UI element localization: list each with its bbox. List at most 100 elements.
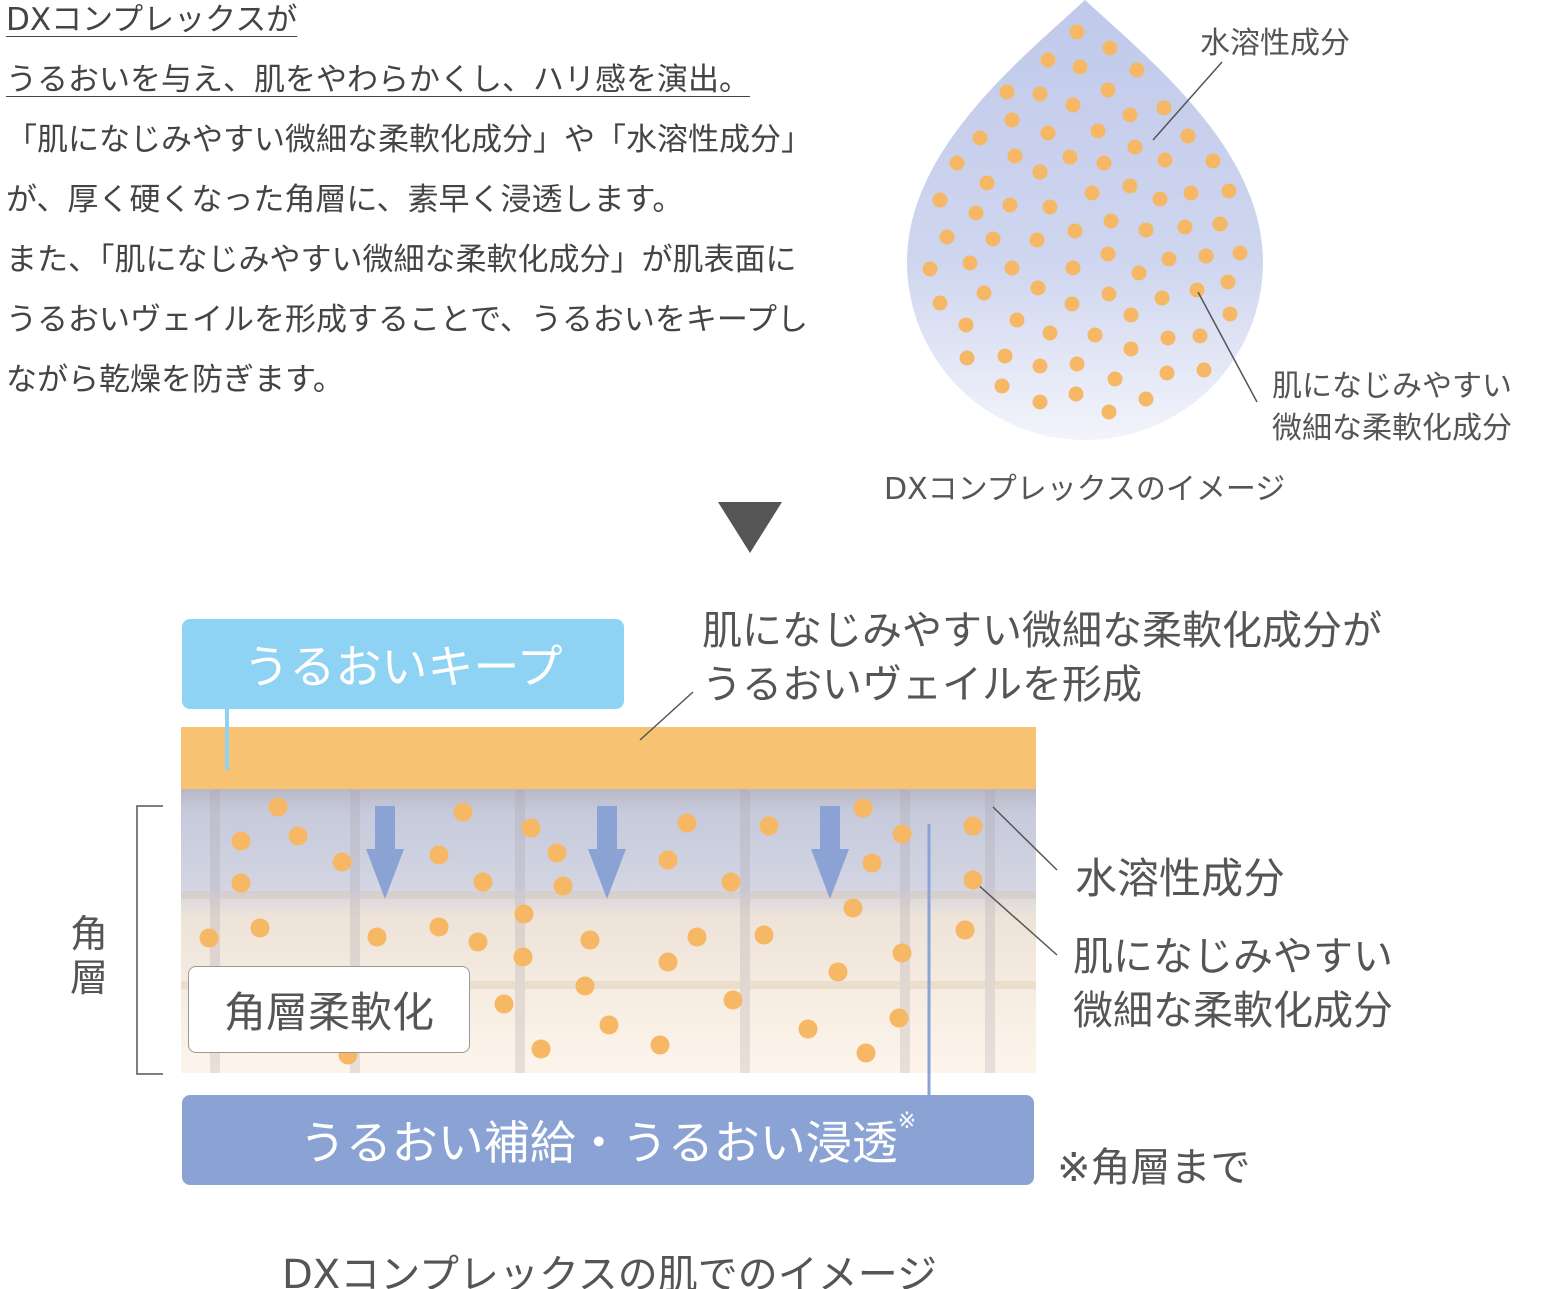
droplet-dot bbox=[1100, 82, 1116, 98]
penetration-arrows bbox=[366, 806, 849, 899]
skin-caption: DXコンプレックスの肌でのイメージ bbox=[282, 1252, 938, 1289]
skin-dot bbox=[856, 1043, 876, 1063]
skin-dot bbox=[547, 843, 567, 863]
droplet-dot bbox=[1161, 251, 1177, 267]
layer-bracket bbox=[136, 805, 163, 1075]
droplet-label-softener: 肌になじみやすい 微細な柔軟化成分 bbox=[1272, 366, 1512, 450]
droplet-dot bbox=[972, 130, 988, 146]
skin-dot bbox=[759, 816, 779, 836]
droplet-dot bbox=[1212, 216, 1228, 232]
skin-dot bbox=[231, 831, 251, 851]
leader-line bbox=[975, 882, 1058, 956]
softening-box: 角層柔軟化 bbox=[188, 966, 470, 1053]
droplet-dot bbox=[1102, 40, 1118, 56]
label-line: 微細な柔軟化成分 bbox=[1272, 411, 1512, 446]
droplet-dot bbox=[1007, 148, 1023, 164]
skin-dot bbox=[575, 976, 595, 996]
intro-line: 「肌になじみやすい微細な柔軟化成分」や「水溶性成分」 bbox=[6, 122, 812, 158]
droplet-dot bbox=[939, 229, 955, 245]
leader-line bbox=[639, 691, 694, 741]
droplet-dot bbox=[1183, 185, 1199, 201]
skin-dot bbox=[723, 990, 743, 1010]
droplet-dot bbox=[1032, 394, 1048, 410]
droplet-dot bbox=[932, 295, 948, 311]
skin-dot bbox=[268, 797, 288, 817]
intro-line: うるおいを与え、肌をやわらかくし、ハリ感を演出。 bbox=[6, 62, 750, 98]
droplet-dot bbox=[958, 317, 974, 333]
veil-note: 肌になじみやすい微細な柔軟化成分が うるおいヴェイルを形成 bbox=[702, 604, 1382, 712]
skin-dot bbox=[367, 927, 387, 947]
droplet-dot bbox=[1129, 62, 1145, 78]
droplet-dot bbox=[1196, 362, 1212, 378]
droplet-dot bbox=[1103, 213, 1119, 229]
skin-dot bbox=[429, 917, 449, 937]
droplet-dot bbox=[1009, 312, 1025, 328]
skin-dot bbox=[650, 1035, 670, 1055]
skin-dot bbox=[687, 927, 707, 947]
droplet-dot bbox=[932, 192, 948, 208]
moisture-veil-layer bbox=[181, 727, 1036, 789]
skin-dot bbox=[288, 826, 308, 846]
droplet-dot bbox=[962, 255, 978, 271]
down-arrow-icon bbox=[588, 806, 626, 899]
droplet-dot bbox=[1042, 325, 1058, 341]
skin-dot bbox=[798, 1019, 818, 1039]
skin-dot bbox=[862, 853, 882, 873]
droplet-dot bbox=[997, 348, 1013, 364]
droplet-dot bbox=[1029, 232, 1045, 248]
skin-dot bbox=[580, 930, 600, 950]
droplet-dot bbox=[1123, 341, 1139, 357]
footnote-mark: ※ bbox=[897, 1109, 917, 1134]
skin-dot bbox=[754, 925, 774, 945]
water-soluble-label: 水溶性成分 bbox=[1075, 854, 1286, 903]
droplet-label-water: 水溶性成分 bbox=[1200, 26, 1350, 61]
droplet-dot bbox=[1160, 330, 1176, 346]
droplet-dot bbox=[1004, 112, 1020, 128]
droplet-dot bbox=[1154, 290, 1170, 306]
droplet-dot bbox=[1065, 97, 1081, 113]
droplet-dot bbox=[1180, 128, 1196, 144]
label-line: 肌になじみやすい bbox=[1073, 934, 1393, 980]
droplet-dot bbox=[1004, 260, 1020, 276]
skin-dot bbox=[453, 802, 473, 822]
skin-dot bbox=[843, 898, 863, 918]
droplet-dot bbox=[985, 231, 1001, 247]
droplet-dot bbox=[922, 261, 938, 277]
note-line: うるおいヴェイルを形成 bbox=[702, 662, 1142, 708]
droplet-dot bbox=[1221, 183, 1237, 199]
skin-dot bbox=[473, 872, 493, 892]
intro-line: うるおいヴェイルを形成することで、うるおいをキープし bbox=[6, 302, 808, 338]
droplet-dots bbox=[922, 24, 1248, 420]
footnote: ※角層まで bbox=[1057, 1145, 1251, 1191]
skin-dot bbox=[494, 994, 514, 1014]
skin-dot bbox=[892, 824, 912, 844]
droplet-dot bbox=[1072, 59, 1088, 75]
note-line: 肌になじみやすい微細な柔軟化成分が bbox=[702, 608, 1382, 654]
moisture-keep-box: うるおいキープ bbox=[182, 619, 624, 709]
droplet-dot bbox=[1040, 52, 1056, 68]
skin-dot bbox=[677, 813, 697, 833]
droplet-dot bbox=[1107, 371, 1123, 387]
droplet-dot bbox=[1032, 164, 1048, 180]
droplet-dot bbox=[1198, 248, 1214, 264]
droplet-dot bbox=[1067, 223, 1083, 239]
leader-line bbox=[1197, 291, 1258, 403]
droplet-dot bbox=[1131, 265, 1147, 281]
droplet-dot bbox=[1122, 178, 1138, 194]
droplet-dot bbox=[1096, 155, 1112, 171]
droplet-dot bbox=[1157, 152, 1173, 168]
droplet-dot bbox=[1138, 222, 1154, 238]
droplet-dot bbox=[1101, 286, 1117, 302]
droplet-dot bbox=[1152, 191, 1168, 207]
skin-dot bbox=[892, 943, 912, 963]
droplet-dot bbox=[979, 175, 995, 191]
moisture-supply-box: うるおい補給・うるおい浸透※ bbox=[182, 1095, 1034, 1185]
droplet-dot bbox=[1220, 274, 1236, 290]
droplet-dot bbox=[1032, 358, 1048, 374]
droplet-caption: DXコンプレックスのイメージ bbox=[884, 472, 1286, 507]
droplet-dot bbox=[959, 350, 975, 366]
down-arrow-icon bbox=[366, 806, 404, 899]
softener-label: 肌になじみやすい 微細な柔軟化成分 bbox=[1073, 930, 1393, 1038]
skin-dot bbox=[853, 798, 873, 818]
skin-dot bbox=[199, 928, 219, 948]
